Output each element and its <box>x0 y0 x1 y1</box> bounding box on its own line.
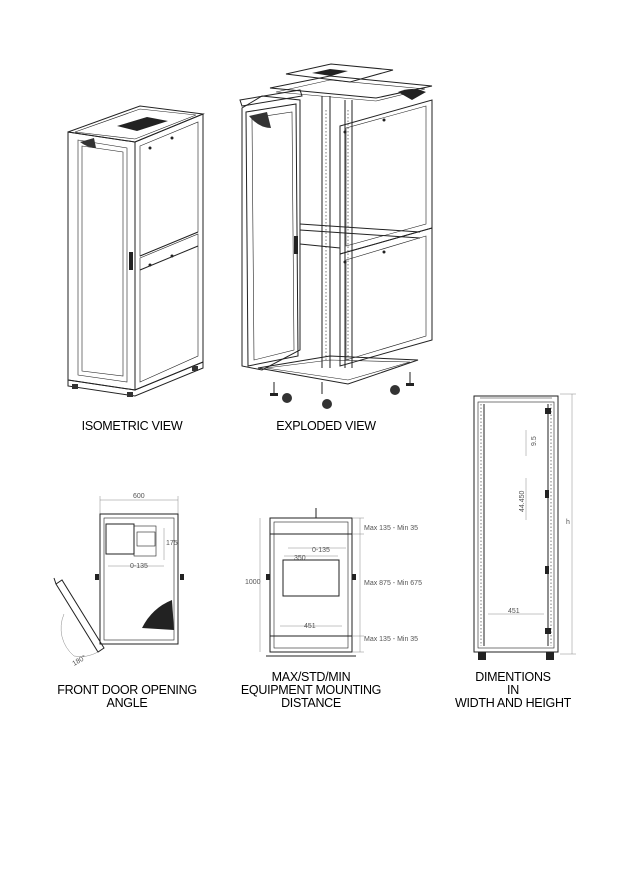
rail-offset-label: 0-135 <box>312 547 330 554</box>
dimensions-caption-line1: DIMENTIONS <box>475 670 551 684</box>
isometric-cabinet <box>67 105 205 397</box>
dimensions-caption-line3: WIDTH AND HEIGHT <box>454 696 572 710</box>
unit-height-label: 44.450 <box>519 490 526 512</box>
height-label: h <box>566 519 570 526</box>
fan-icon <box>398 89 426 100</box>
exploded-cabinet <box>239 63 433 409</box>
dimensions-diagram: 9.5 44.450 451 h <box>473 393 576 660</box>
vent-icon <box>80 138 96 148</box>
exploded-view-caption: EXPLODED VIEW <box>276 419 376 433</box>
front-door-caption-line2: ANGLE <box>106 696 148 710</box>
dimensions-caption-line2: IN <box>507 683 519 697</box>
caster-icon <box>270 372 414 409</box>
isometric-view-caption: ISOMETRIC VIEW <box>81 419 183 433</box>
offset-0-135-label: 0-135 <box>130 563 148 570</box>
front-door-caption-line1: FRONT DOOR OPENING <box>57 683 197 697</box>
middle-range-label: Max 875 - Min 675 <box>364 580 422 587</box>
top-range-label: Max 135 - Min 35 <box>364 525 418 532</box>
width-451-label: 451 <box>304 623 316 630</box>
mounting-caption-line3: DISTANCE <box>281 696 341 710</box>
fan-panel-icon <box>117 117 168 131</box>
door-opening-diagram: 600 175 0-135 180° <box>53 493 184 668</box>
depth-175-label: 175 <box>166 540 178 547</box>
fan-icon <box>142 600 174 630</box>
door-handle <box>129 252 133 270</box>
mounting-caption-line2: EQUIPMENT MOUNTING <box>240 683 382 697</box>
bottom-range-label: Max 135 - Min 35 <box>364 636 418 643</box>
width-451-label: 451 <box>508 608 520 615</box>
mounting-distance-diagram: 1000 0-135 350 451 Max 135 - Min 35 Max … <box>245 508 422 657</box>
width-600-label: 600 <box>133 493 145 500</box>
rail-span-350-label: 350 <box>294 555 306 562</box>
depth-1000-label: 1000 <box>245 579 261 586</box>
mounting-caption-line1: MAX/STD/MIN <box>271 670 351 684</box>
pitch-label: 9.5 <box>531 436 538 446</box>
